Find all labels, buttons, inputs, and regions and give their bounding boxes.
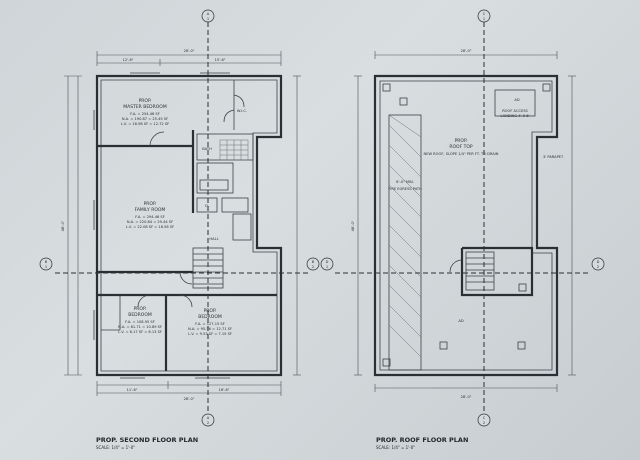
roof-section-marker-top: C 1 <box>477 9 491 23</box>
stair-mark-label: AD <box>458 319 463 323</box>
roof-section-marker-left: D 1 <box>320 257 334 271</box>
svg-text:1: 1 <box>483 17 485 21</box>
bedroom-2-lv: L.V. = 8.17 SF = 6.13 SF <box>118 330 162 334</box>
roof-access-landing <box>494 89 536 117</box>
master-bedroom-area: F.A. = 254.46 SF <box>130 112 160 116</box>
bedroom-3-title: BEDROOM <box>198 314 222 320</box>
wic-label: W.I.C. <box>237 109 247 113</box>
svg-text:B: B <box>45 260 48 264</box>
svg-text:1: 1 <box>207 17 209 21</box>
svg-text:A: A <box>207 12 210 16</box>
roof-bottom-overall-dimension: 28'-0" <box>461 395 472 399</box>
family-room-area: F.A. = 294.46 SF <box>135 215 165 219</box>
bedroom-3-lv: L.V. = 9.53 SF = 7.15 SF <box>188 332 232 336</box>
second-floor-plan-title: PROP. SECOND FLOOR PLAN <box>96 436 198 444</box>
svg-text:2: 2 <box>312 265 314 269</box>
roof-stair <box>465 251 495 291</box>
top-dimension-a: 12'-6" <box>123 58 134 62</box>
egress-path-label: FIRE EGRESS PATH <box>388 187 422 191</box>
svg-text:D: D <box>326 260 329 264</box>
fire-egress-path <box>388 114 422 371</box>
svg-text:B: B <box>312 260 315 264</box>
hall-label: HALL <box>209 237 218 241</box>
section-marker-left: B 1 <box>39 257 53 271</box>
roof-dimension-lines <box>354 51 576 392</box>
roof-side-overall-dimension: 48'-0" <box>351 220 355 231</box>
family-room-name: PROP. <box>144 201 157 207</box>
egress-path-dimension: 6'-0" MIN. <box>396 180 414 184</box>
roof-top-overall-dimension: 28'-0" <box>461 49 472 53</box>
bedroom-2-na: N.A. = 81.71 = 10.89 SF <box>118 325 162 329</box>
master-bedroom-lv: L.V. = 16.98 SF = 12.72 SF <box>121 122 169 126</box>
section-marker-bottom: A 2 <box>201 413 215 427</box>
top-dimension-b: 15'-6" <box>215 58 226 62</box>
egress-path-hatching <box>388 114 422 358</box>
section-marker-top: A 1 <box>201 9 215 23</box>
side-overall-dimension: 48'-0" <box>61 220 65 231</box>
second-floor-dimension-lines <box>64 51 301 396</box>
svg-text:2: 2 <box>207 421 209 425</box>
master-bedroom-name: PROP. <box>139 98 152 104</box>
bedroom-3-name: PROP. <box>204 308 217 314</box>
roof-plan-title: PROP. ROOF FLOOR PLAN <box>376 436 468 444</box>
roof-exterior-parapet <box>373 74 559 377</box>
svg-text:1: 1 <box>326 265 328 269</box>
second-floor-plan: PROP. MASTER BEDROOM F.A. = 254.46 SF N.… <box>39 9 320 450</box>
svg-text:C: C <box>483 12 486 16</box>
landing-mark-label: AD <box>514 98 519 102</box>
section-marker-right: B 2 <box>306 257 320 271</box>
bedroom-2-name: PROP. <box>134 306 147 312</box>
roof-top-note: NEW ROOF, SLOPE 1/4" PER FT. TO DRAIN <box>424 152 499 156</box>
svg-text:D: D <box>597 260 600 264</box>
svg-text:2: 2 <box>597 265 599 269</box>
svg-text:1: 1 <box>45 265 47 269</box>
roof-top-title: ROOF TOP <box>449 144 473 150</box>
top-overall-dimension: 28'-0" <box>184 49 195 53</box>
bedroom-3-area: F.A. = 127.15 SF <box>195 322 225 326</box>
closet-label: CL <box>205 204 210 208</box>
bath-tile-pattern <box>220 140 248 160</box>
roof-top-name: PROP. <box>455 138 468 144</box>
bottom-dimension-b: 16'-6" <box>219 388 230 392</box>
bedroom-2-area: F.A. = 108.95 SF <box>125 320 155 324</box>
svg-text:C: C <box>483 416 486 420</box>
svg-text:A: A <box>207 416 210 420</box>
parapet-label: 3' PARAPET <box>543 155 564 159</box>
svg-text:2: 2 <box>483 421 485 425</box>
second-floor-plan-scale: SCALE: 1/4" = 1'-0" <box>96 445 135 450</box>
second-floor-windows <box>93 72 230 379</box>
master-bedroom-title: MASTER BEDROOM <box>123 104 167 110</box>
bedroom-3-na: N.A. = 95.36 = 12.71 SF <box>188 327 232 331</box>
family-room-lv: L.V. = 22.08 SF = 16.56 SF <box>126 225 174 229</box>
family-room-na: N.A. = 220.84 = 29.44 SF <box>127 220 173 224</box>
roof-plan-scale: SCALE: 1/4" = 1'-0" <box>376 445 415 450</box>
roof-access-sub: LANDING 4' X 6' <box>501 114 530 118</box>
roof-stair-enclosure <box>460 246 534 297</box>
roof-section-marker-right: D 2 <box>591 257 605 271</box>
master-bedroom-na: N.A. = 190.87 = 25.45 SF <box>122 117 168 121</box>
roof-section-marker-bottom: C 2 <box>477 413 491 427</box>
bedroom-2-title: BEDROOM <box>128 312 152 318</box>
family-room-title: FAMILY ROOM <box>135 207 166 213</box>
roof-drains <box>382 83 551 367</box>
bottom-overall-dimension: 28'-0" <box>184 397 195 401</box>
bottom-dimension-a: 11'-6" <box>127 388 138 392</box>
roof-floor-plan: PROP. ROOF TOP NEW ROOF, SLOPE 1/4" PER … <box>320 9 605 450</box>
bath-label: BATH <box>202 147 212 151</box>
second-floor-exterior-wall <box>95 74 283 377</box>
roof-access-label: ROOF ACCESS <box>502 109 528 113</box>
roof-stair-treads <box>466 257 494 283</box>
